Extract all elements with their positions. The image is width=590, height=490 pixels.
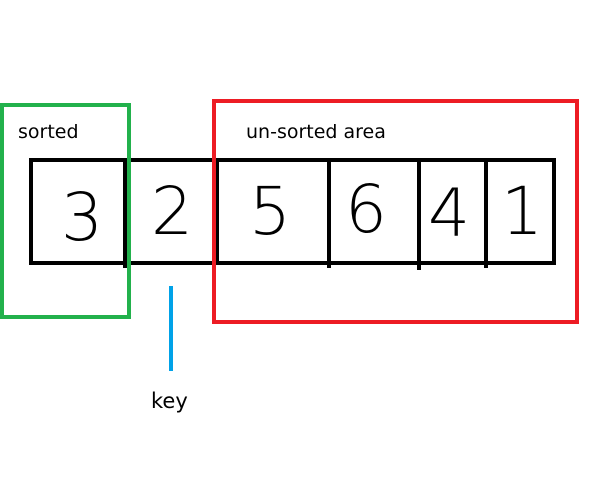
sorted-label: sorted xyxy=(18,121,79,143)
array: 3 2 5 6 4 1 xyxy=(29,158,556,270)
array-outline xyxy=(29,158,556,265)
cell-value: 4 xyxy=(428,175,470,252)
sorted-region-box xyxy=(0,103,131,319)
cell-value: 5 xyxy=(249,173,291,250)
cell-value: 3 xyxy=(61,179,103,256)
cell-value: 1 xyxy=(501,173,543,250)
cell-value: 2 xyxy=(151,173,193,250)
key-label: key xyxy=(151,389,188,413)
unsorted-label: un-sorted area xyxy=(246,121,386,143)
unsorted-region-box xyxy=(212,99,579,324)
cell-value: 6 xyxy=(345,171,387,248)
